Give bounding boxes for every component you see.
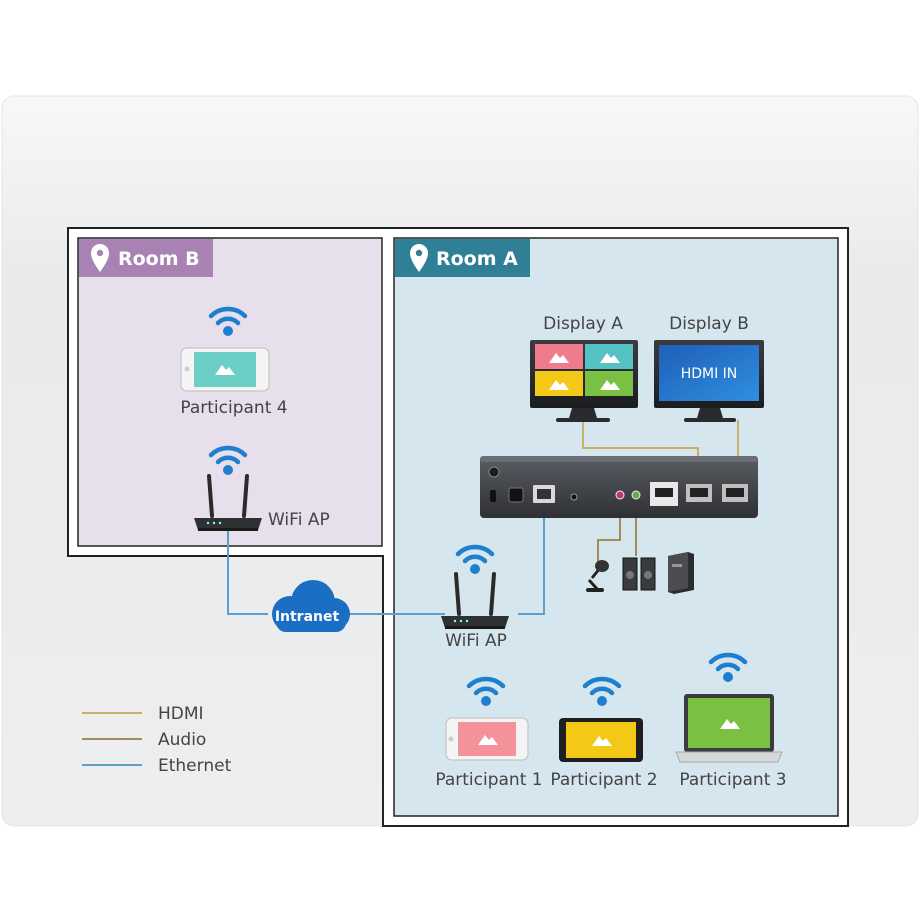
hdmi-in-screen-text: HDMI IN: [681, 366, 738, 382]
location-pin-icon: [91, 244, 109, 272]
participant2-label: Participant 2: [550, 770, 657, 790]
intranet-label: Intranet: [275, 609, 340, 625]
legend: HDMI Audio Ethernet: [82, 704, 232, 776]
speaker-icon: [622, 557, 656, 591]
participant1-label: Participant 1: [435, 770, 542, 790]
phone-icon: [445, 717, 529, 761]
wifi-ap-a-label: WiFi AP: [445, 631, 507, 651]
phone-icon: [180, 347, 270, 392]
presentation-switch-device: [480, 456, 758, 518]
room-a-title: Room A: [436, 248, 518, 270]
room-b-area: [77, 237, 383, 547]
monitor-icon: [530, 340, 638, 422]
participant4-label: Participant 4: [180, 398, 287, 418]
cloud-icon: [272, 580, 350, 632]
wifi-ap-b-label: WiFi AP: [268, 510, 330, 530]
legend-label-audio: Audio: [158, 730, 206, 750]
microphone-icon: [586, 560, 609, 592]
legend-label-hdmi: HDMI: [158, 704, 204, 724]
display-a-label: Display A: [543, 314, 623, 334]
display-b-label: Display B: [669, 314, 749, 334]
monitor-icon: [654, 340, 764, 422]
tablet-icon: [559, 718, 643, 762]
participant3-label: Participant 3: [679, 770, 786, 790]
room-b-title: Room B: [118, 248, 200, 270]
legend-label-ethernet: Ethernet: [158, 756, 232, 776]
pc-tower-icon: [668, 552, 694, 594]
ethernet-cables: [227, 508, 545, 615]
laptop-icon: [675, 694, 783, 763]
location-pin-icon: [410, 244, 428, 272]
